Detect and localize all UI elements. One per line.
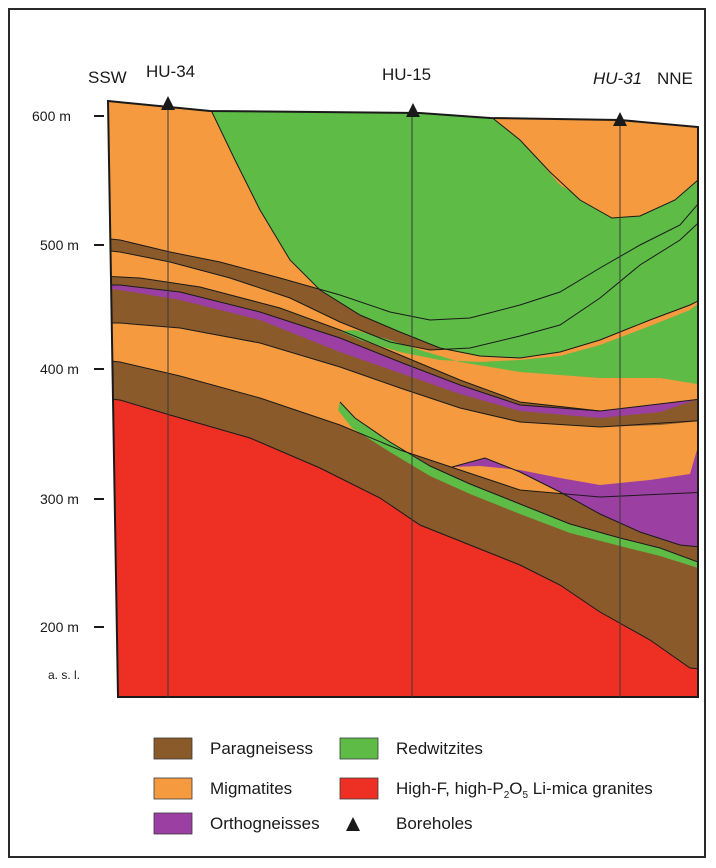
borehole-label-hu15: HU-15 <box>382 65 431 84</box>
elevation-axis: 600 m 500 m 400 m 300 m 200 m a. s. l. <box>32 108 104 682</box>
legend-swatch-redwitzites <box>339 737 379 760</box>
legend-label-redwitzites: Redwitzites <box>396 739 483 758</box>
borehole-marker-icon <box>161 96 175 110</box>
direction-right-label: NNE <box>657 69 693 88</box>
borehole-traces <box>167 108 621 697</box>
contact-lines <box>108 107 698 671</box>
elevation-tick-label: 300 m <box>40 491 79 507</box>
legend: Paragneisess Migmatites Orthogneisses Re… <box>153 737 653 835</box>
legend-label-migmatites: Migmatites <box>210 779 292 798</box>
layer-redwitzite-band <box>340 295 698 386</box>
borehole-marker-icon <box>406 103 420 117</box>
elevation-tick-label: 400 m <box>40 361 79 377</box>
layer-redwitzites <box>210 108 698 358</box>
direction-left-label: SSW <box>88 68 127 87</box>
legend-label-orthogneisses: Orthogneisses <box>210 814 320 833</box>
legend-label-granites: High-F, high-P2O5 Li-mica granites <box>396 779 653 801</box>
borehole-label-hu31: HU-31 <box>593 69 642 88</box>
elevation-datum-label: a. s. l. <box>48 668 80 682</box>
layer-orthogneiss-lens <box>452 405 698 548</box>
borehole-label-hu34: HU-34 <box>146 62 195 81</box>
layer-migmatite-cap-right <box>490 116 698 218</box>
legend-swatch-granites <box>339 777 379 800</box>
legend-label-boreholes: Boreholes <box>396 814 473 833</box>
elevation-tick-label: 500 m <box>40 237 79 253</box>
elevation-tick-label: 200 m <box>40 619 79 635</box>
geology-layers <box>108 101 698 697</box>
elevation-tick-label: 600 m <box>32 108 71 124</box>
borehole-markers <box>161 96 627 126</box>
legend-swatch-orthogneisses <box>153 812 193 835</box>
layer-redwitzite-stringer <box>338 402 698 568</box>
legend-borehole-icon <box>346 817 360 831</box>
legend-label-paragneisses: Paragneisess <box>210 739 313 758</box>
legend-swatch-paragneisses <box>153 737 193 760</box>
legend-swatch-migmatites <box>153 777 193 800</box>
borehole-marker-icon <box>613 112 627 126</box>
